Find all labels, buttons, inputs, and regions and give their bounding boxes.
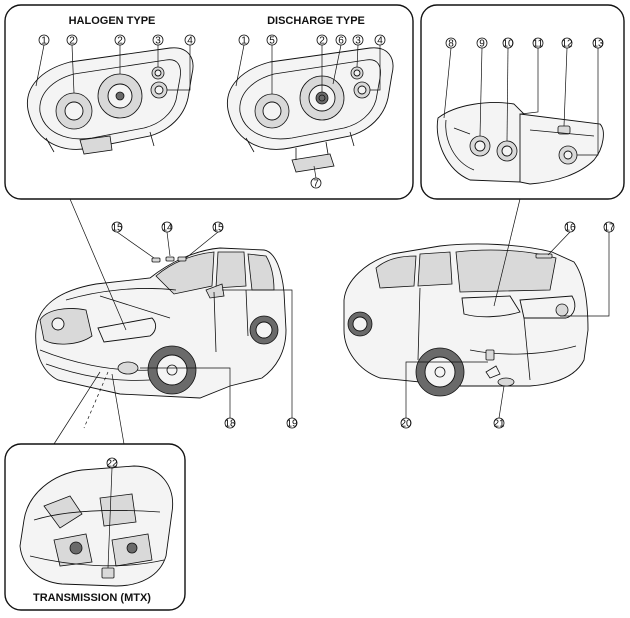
rear-lamp-panel xyxy=(420,4,625,200)
callout-6: 6 xyxy=(338,36,344,47)
callout-4: 4 xyxy=(187,36,193,47)
callout-1: 1 xyxy=(241,36,247,47)
callout-7: 7 xyxy=(313,179,319,190)
discharge-callouts: 1 5 2 6 3 4 7 xyxy=(235,34,386,190)
callout-15: 15 xyxy=(111,223,123,234)
callout-4: 4 xyxy=(377,36,383,47)
callout-1: 1 xyxy=(41,36,47,47)
callout-10: 10 xyxy=(502,39,514,50)
headlight-panel: HALOGEN TYPE DISCHARGE TYPE 1 2 2 xyxy=(4,4,414,200)
rear-vehicle-callouts: 16 17 20 21 xyxy=(400,198,615,430)
callout-18: 18 xyxy=(224,419,236,430)
callout-14: 14 xyxy=(161,223,173,234)
callout-15: 15 xyxy=(212,223,224,234)
halogen-headlamp-drawing xyxy=(26,47,194,155)
rear-lamp-callouts: 8 9 10 11 12 13 xyxy=(443,37,604,156)
callout-13: 13 xyxy=(592,39,604,50)
callout-22: 22 xyxy=(106,459,118,470)
discharge-headlamp-drawing xyxy=(226,47,394,173)
transmission-panel: TRANSMISSION (MTX) 22 xyxy=(4,443,186,611)
callout-19: 19 xyxy=(286,419,298,430)
callout-2: 2 xyxy=(69,36,75,47)
callout-8: 8 xyxy=(448,39,454,50)
rear-vehicle-illustration xyxy=(343,243,589,397)
callout-20: 20 xyxy=(400,419,412,430)
discharge-type-title: DISCHARGE TYPE xyxy=(267,15,365,27)
callout-12: 12 xyxy=(561,39,573,50)
callout-2: 2 xyxy=(117,36,123,47)
callout-11: 11 xyxy=(533,39,544,50)
callout-3: 3 xyxy=(355,36,361,47)
front-vehicle-callouts: 15 14 15 18 19 xyxy=(69,198,298,430)
callout-21: 21 xyxy=(493,419,505,430)
halogen-callouts: 1 2 2 3 4 xyxy=(35,34,196,94)
halogen-type-title: HALOGEN TYPE xyxy=(69,15,156,27)
callout-9: 9 xyxy=(479,39,485,50)
front-vehicle-illustration xyxy=(35,247,287,399)
transmission-title: TRANSMISSION (MTX) xyxy=(33,592,151,604)
callout-5: 5 xyxy=(269,36,275,47)
callout-16: 16 xyxy=(564,223,576,234)
callout-17: 17 xyxy=(603,223,615,234)
callout-3: 3 xyxy=(155,36,161,47)
callout-2: 2 xyxy=(319,36,325,47)
